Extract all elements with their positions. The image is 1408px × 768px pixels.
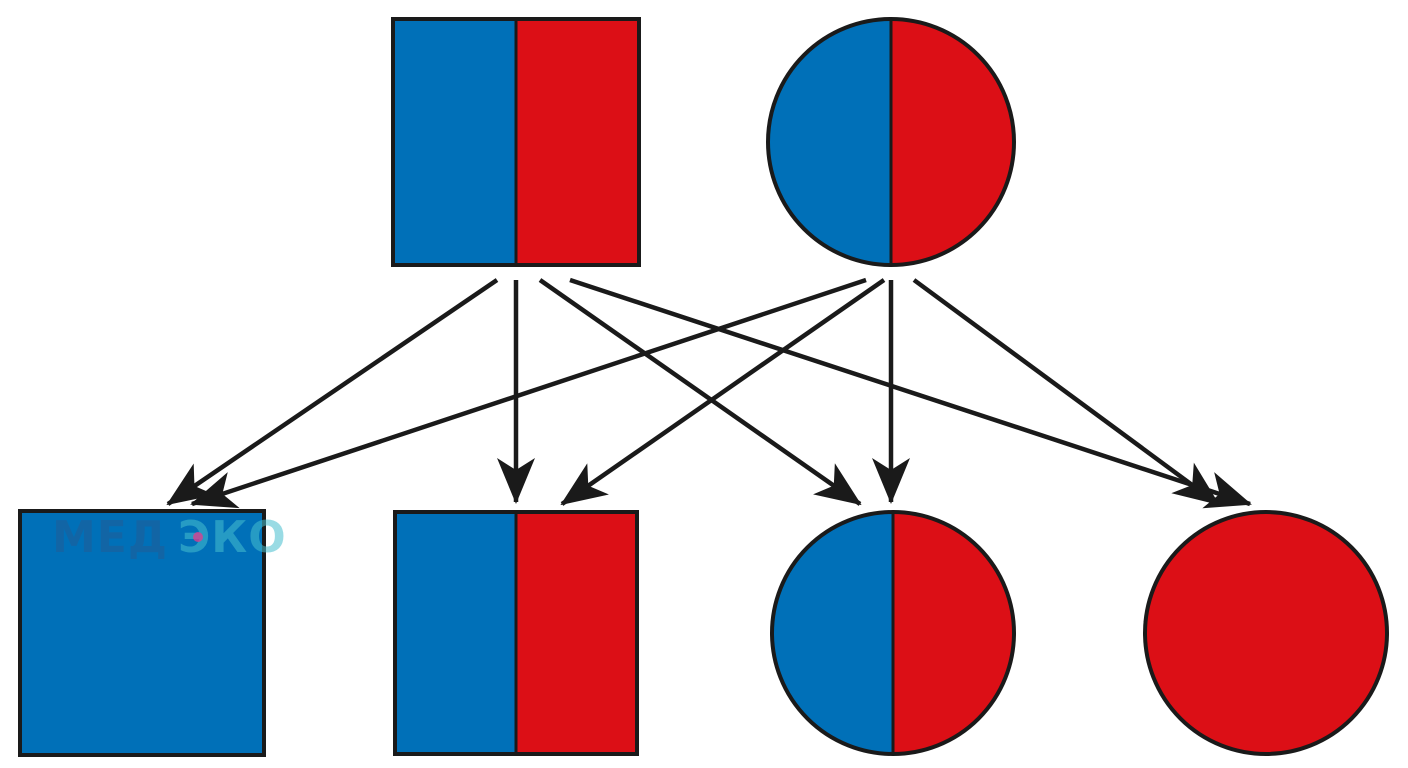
family-members xyxy=(18,17,1389,757)
arrow-mother-to-son-affected xyxy=(190,277,867,509)
child-daughter-carrier xyxy=(770,510,1016,756)
arrow-mother-to-daughter-red xyxy=(912,278,1220,506)
parent-father xyxy=(391,17,641,267)
child-son-carrier xyxy=(393,510,639,756)
child-son-affected xyxy=(18,509,266,757)
watermark-med: МЕД xyxy=(52,512,168,563)
inheritance-arrows xyxy=(166,277,1252,509)
arrow-father-to-daughter-red xyxy=(569,277,1252,509)
parent-mother xyxy=(766,17,1016,267)
child-daughter-red xyxy=(1143,510,1389,756)
arrow-father-to-son-affected xyxy=(166,278,499,506)
arrow-mother-to-son-carrier xyxy=(560,278,886,506)
arrow-father-to-daughter-carrier xyxy=(538,278,862,506)
watermark-dot xyxy=(193,532,203,542)
